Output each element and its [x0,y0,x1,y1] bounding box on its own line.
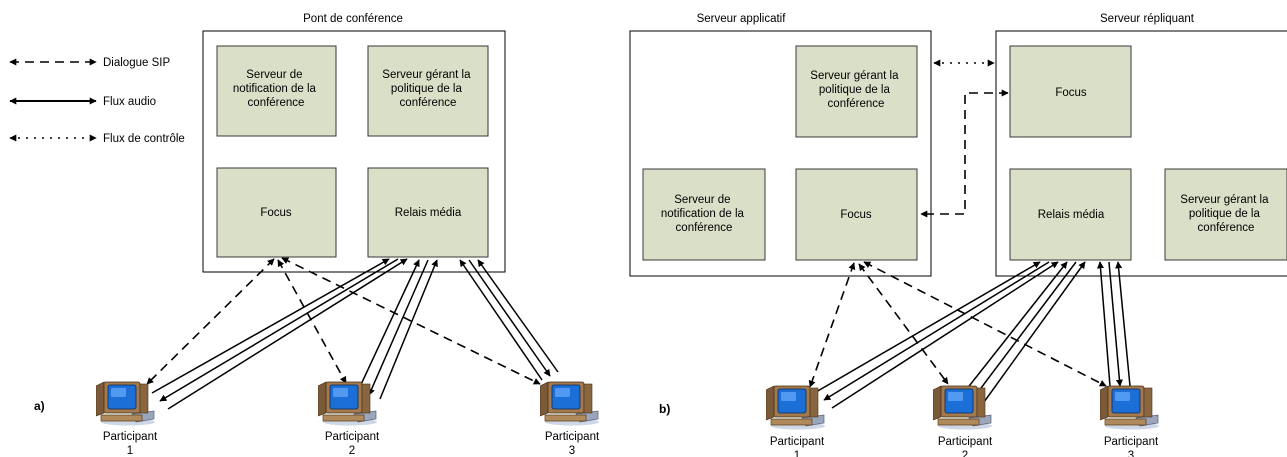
replica-media-relay-box [1009,168,1132,261]
participant-3: Participant 3 [540,381,600,457]
diagram-b: Serveur applicatif Serveur répliquant Se… [629,13,1287,457]
participant-number: 1 [794,450,800,457]
participant-number: 3 [1128,450,1134,457]
participant-label: Participant [938,436,993,448]
media-relay-label: Relais média [395,207,462,219]
diagram-a-tag: a) [34,399,45,413]
audio-flows-a [151,258,559,410]
focus-label: Focus [260,207,292,219]
audio-legend-label: Flux audio [103,96,156,108]
participant-number: 2 [962,450,968,457]
participant-2: Participant 2 [318,381,380,457]
sip-dialog-focus-link [920,89,1009,218]
replica-focus-label: Focus [1055,87,1087,99]
sip-dialog-b-p1 [808,262,856,388]
computer-icon [1100,385,1160,430]
notification-server-box [216,45,337,137]
participant-number: 3 [569,445,575,457]
bridge-title: Pont de conférence [303,13,403,25]
computer-icon [766,385,826,430]
participant-number: 1 [127,445,133,457]
computer-icon [318,381,378,426]
diagram-b-tag: b) [659,402,670,416]
app-policy-server-box [795,45,918,138]
sip-dialog-p2 [277,259,347,384]
participant-label: Participant [770,436,825,448]
policy-server-box [367,45,489,137]
computer-icon [933,385,993,430]
participant-label: Participant [1104,436,1159,448]
media-relay-box [367,167,489,258]
computer-icon [96,381,156,426]
app-server-title: Serveur applicatif [697,13,787,25]
sip-dialog-b-p3 [863,261,1107,387]
participant-label: Participant [545,431,600,443]
legend: Dialogue SIP Flux audio Flux de contrôle [9,57,185,145]
replica-media-relay-label: Relais média [1038,209,1105,221]
participant-b-2: Participant 2 [933,385,993,457]
sip-dialog-p1 [146,258,275,385]
app-focus-label: Focus [840,209,872,221]
computer-icon [540,381,600,426]
app-focus-box [795,168,918,261]
replica-policy-server-box [1164,168,1287,261]
sip-dialog-p3 [281,257,541,385]
participant-1: Participant 1 [96,381,158,457]
focus-box [216,167,337,258]
policy-server-label: Serveur gérant la politique de la confér… [382,69,473,109]
diagram-a: Pont de conférence Serveur de notificati… [34,13,600,457]
control-legend-label: Flux de contrôle [103,133,185,145]
participant-label: Participant [325,431,380,443]
replica-focus-box [1009,45,1132,138]
app-policy-server-label: Serveur gérant la politique de la confér… [810,70,901,110]
replica-policy-server-label: Serveur gérant la politique de la confér… [1180,194,1271,234]
participant-number: 2 [349,445,355,457]
participant-label: Participant [103,431,158,443]
app-notification-server-label: Serveur de notification de la conférence [661,194,747,234]
app-notification-server-box [642,168,766,261]
participant-b-3: Participant 3 [1100,385,1160,457]
audio-flows-b [815,261,1131,409]
notification-server-label: Serveur de notification de la conférence [233,69,319,109]
sip-legend-label: Dialogue SIP [103,57,170,69]
participant-b-1: Participant 1 [766,385,826,457]
replica-server-title: Serveur répliquant [1100,13,1195,25]
